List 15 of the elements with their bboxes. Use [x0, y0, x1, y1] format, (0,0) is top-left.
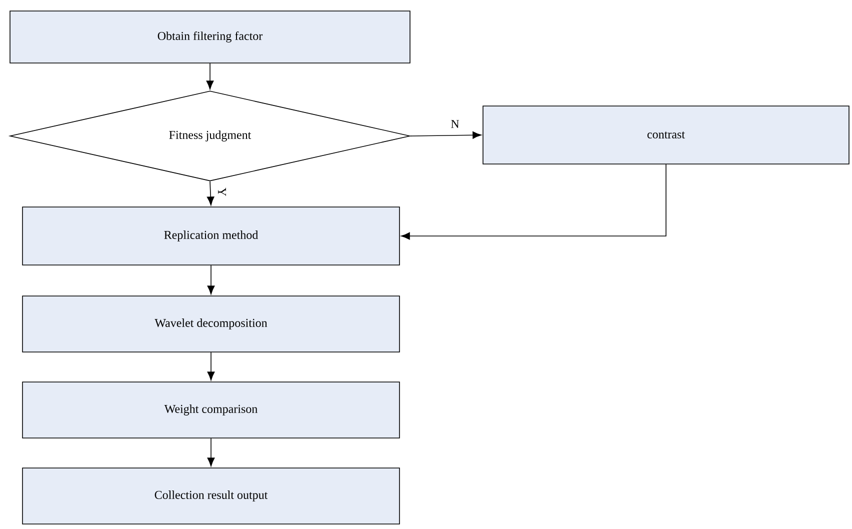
arrow [207, 265, 215, 294]
process-box: contrast [482, 106, 850, 164]
process-box: Collection result output [22, 468, 400, 524]
arrow [410, 131, 482, 139]
arrow [401, 164, 666, 240]
arrow [206, 180, 214, 206]
process-box: Wavelet decomposition [22, 296, 400, 352]
edge-label: N [450, 119, 460, 129]
process-box: Weight comparison [22, 382, 400, 438]
edge-label: Y [217, 186, 227, 198]
arrow [207, 438, 215, 466]
process-box: Replication method [22, 206, 400, 266]
arrow [206, 63, 214, 90]
process-box: Obtain filtering factor [10, 10, 410, 64]
arrow [207, 352, 215, 380]
